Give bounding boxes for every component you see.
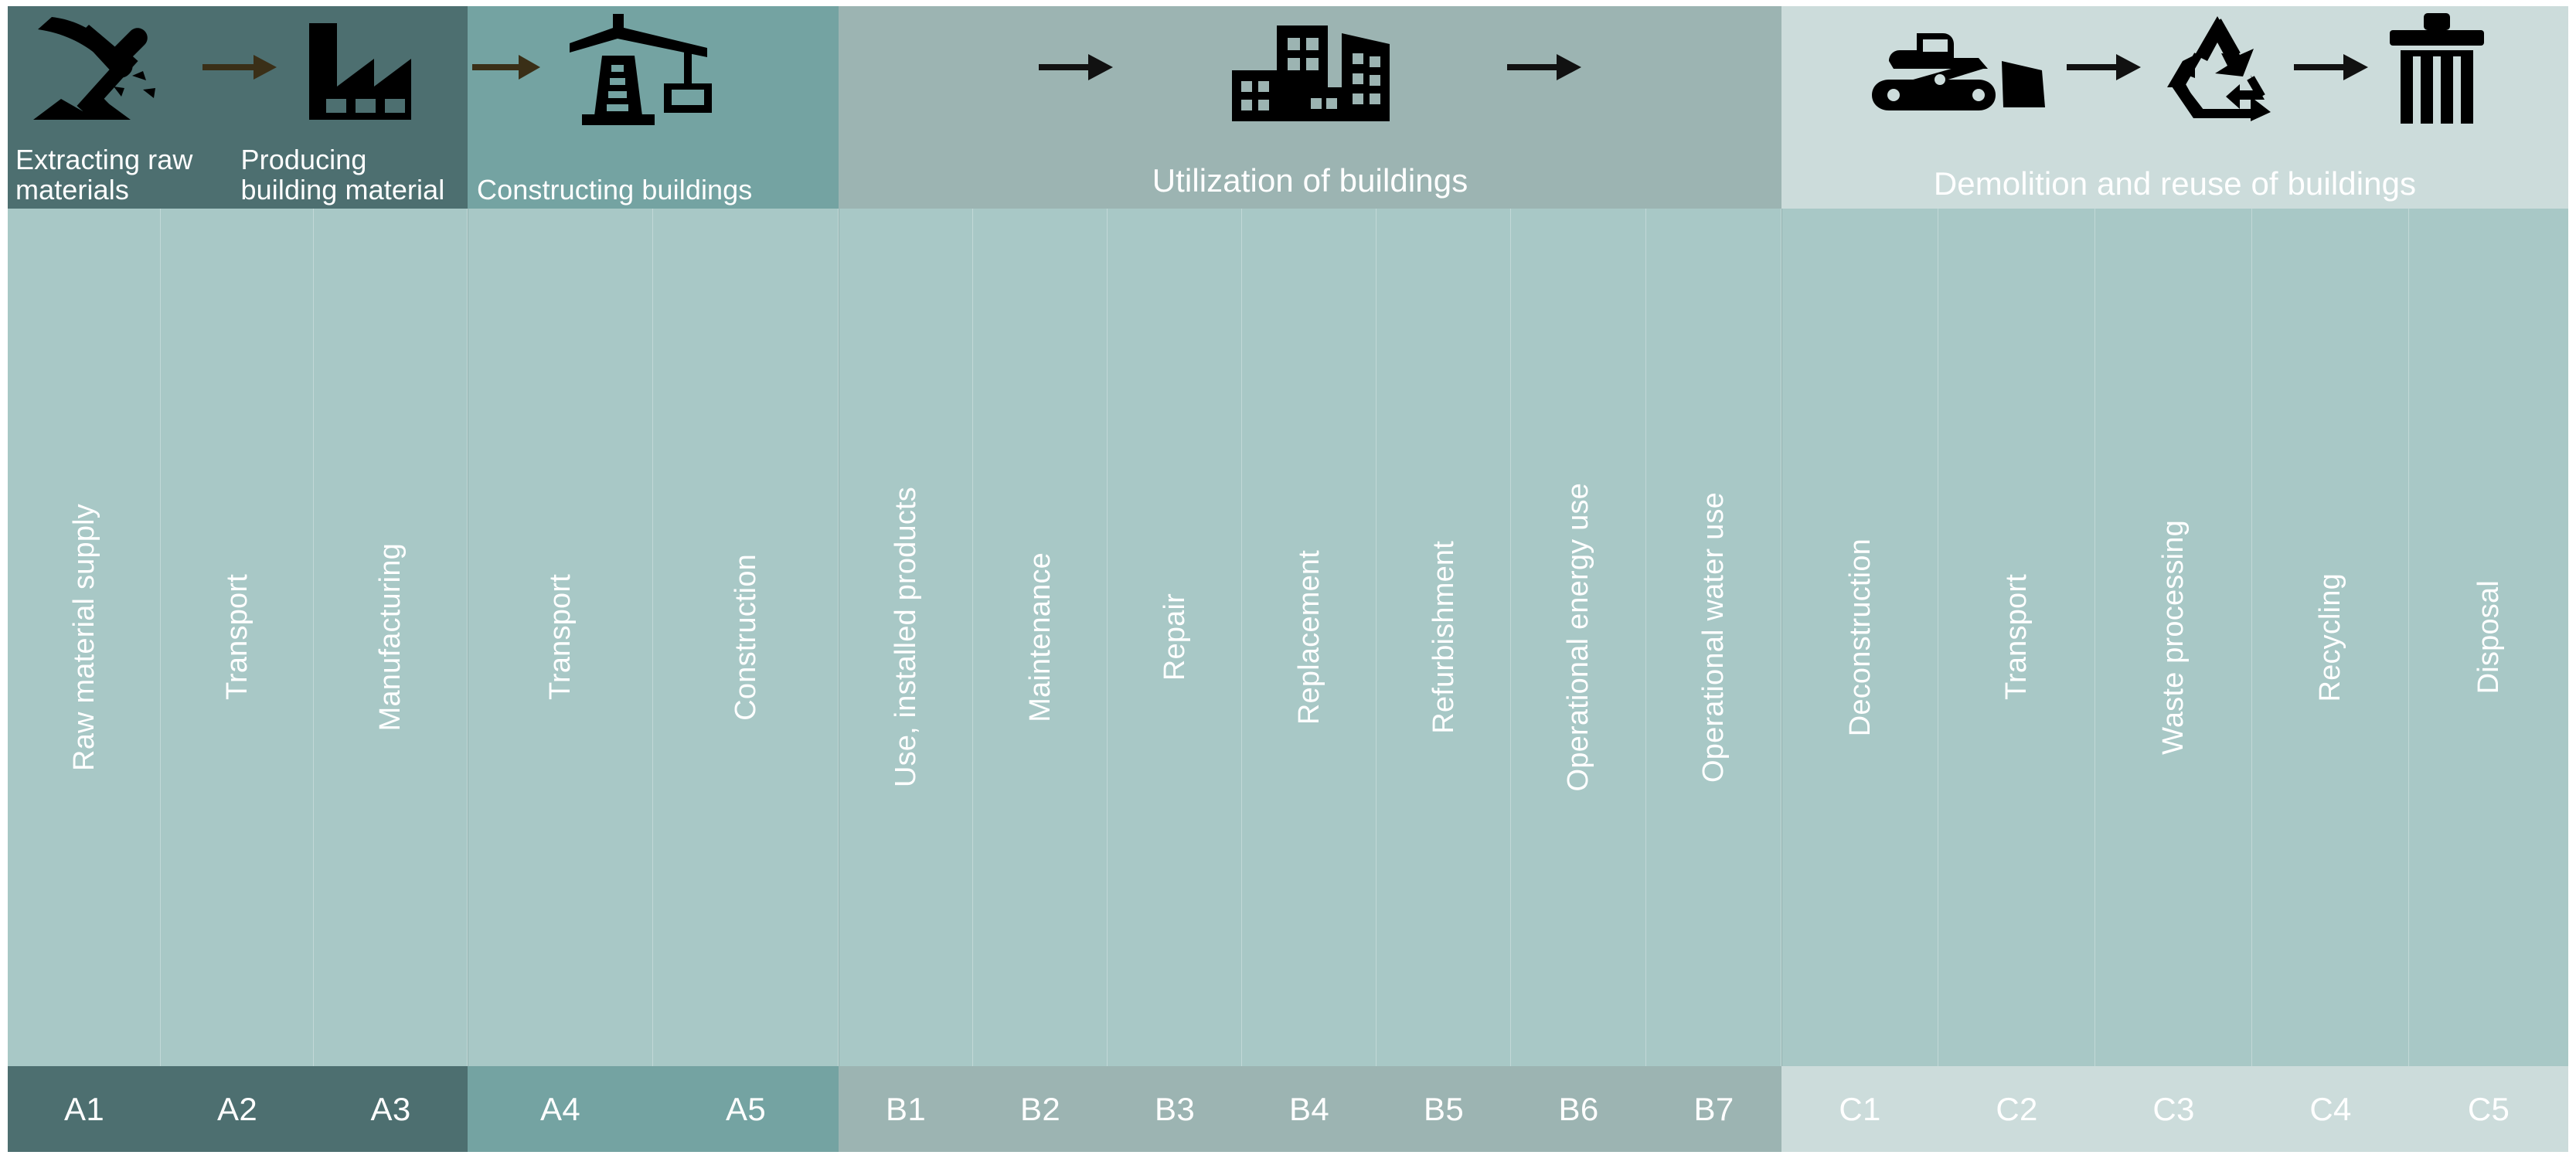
trash-bin-icon: [2387, 12, 2487, 124]
header-labels-extraction: Extracting raw materials Producing build…: [8, 144, 468, 206]
header-section-extraction-production: Extracting raw materials Producing build…: [8, 6, 468, 209]
stage-label-c5: Disposal: [2472, 580, 2505, 695]
stage-label-a1: Raw material supply: [67, 504, 100, 771]
stage-label-b4: Replacement: [1292, 549, 1325, 725]
stage-column-c4: Recycling: [2252, 209, 2409, 1066]
header-labels-utilization: Utilization of buildings: [839, 161, 1781, 199]
stage-column-a2: Transport: [161, 209, 314, 1066]
stage-code-a5: A5: [653, 1066, 839, 1152]
stage-column-c2: Transport: [1938, 209, 2095, 1066]
stage-column-a3: Manufacturing: [314, 209, 468, 1066]
stage-code-c1: C1: [1781, 1066, 1938, 1152]
header-icons-constructing: [468, 14, 839, 125]
stage-code-a4: A4: [468, 1066, 653, 1152]
stage-code-b6: B6: [1511, 1066, 1646, 1152]
stage-column-a4: Transport: [468, 209, 653, 1066]
header-label-demolition-and-reuse: Demolition and reuse of buildings: [1933, 165, 2417, 202]
stage-code-b4: B4: [1242, 1066, 1376, 1152]
stage-label-a5: Construction: [729, 554, 762, 721]
stage-label-b3: Repair: [1158, 593, 1191, 681]
arrow-right-icon: [202, 52, 277, 83]
header-row: Extracting raw materials Producing build…: [8, 6, 2568, 209]
stage-column-b2: Maintenance: [973, 209, 1108, 1066]
tower-crane-icon: [548, 9, 726, 125]
stage-code-a3: A3: [314, 1066, 468, 1152]
stage-column-a1: Raw material supply: [8, 209, 161, 1066]
stage-label-a4: Transport: [544, 574, 577, 701]
header-labels-demolition: Demolition and reuse of buildings: [1781, 165, 2568, 202]
stage-column-c3: Waste processing: [2095, 209, 2252, 1066]
header-section-constructing-buildings: Constructing buildings: [468, 6, 839, 209]
recycle-icon: [2159, 13, 2275, 121]
header-label-utilization-of-buildings: Utilization of buildings: [1152, 161, 1468, 199]
header-label-extracting-raw-materials: Extracting raw materials: [15, 144, 193, 206]
stage-column-c1: Deconstruction: [1781, 209, 1938, 1066]
city-buildings-icon: [1229, 13, 1391, 121]
stage-column-b4: Replacement: [1242, 209, 1376, 1066]
stage-codes-row: A1 A2 A3 A4 A5 B1 B2 B3 B4 B5 B6 B7 C1 C…: [8, 1066, 2568, 1152]
stage-code-b3: B3: [1108, 1066, 1242, 1152]
stage-columns-row: Raw material supply Transport Manufactur…: [8, 209, 2568, 1066]
building-lifecycle-diagram: Extracting raw materials Producing build…: [8, 6, 2568, 1152]
stage-label-c1: Deconstruction: [1843, 538, 1877, 737]
stage-code-b5: B5: [1376, 1066, 1511, 1152]
stage-label-b2: Maintenance: [1023, 552, 1057, 722]
header-label-constructing-buildings: Constructing buildings: [477, 174, 753, 206]
header-icons-utilization: [839, 17, 1781, 121]
header-icons-extraction: [8, 15, 468, 120]
stage-code-a1: A1: [8, 1066, 161, 1152]
stage-code-c3: C3: [2095, 1066, 2252, 1152]
bulldozer-icon: [1863, 21, 2048, 114]
factory-icon: [280, 15, 458, 120]
header-section-utilization-of-buildings: Utilization of buildings: [839, 6, 1781, 209]
arrow-right-icon: [2294, 51, 2368, 83]
stage-code-b7: B7: [1646, 1066, 1781, 1152]
stage-label-b6: Operational energy use: [1562, 483, 1594, 792]
stage-label-c2: Transport: [2000, 574, 2033, 701]
stage-column-b3: Repair: [1108, 209, 1242, 1066]
stage-label-a3: Manufacturing: [374, 543, 407, 732]
stage-label-a2: Transport: [220, 574, 254, 701]
stage-column-b7: Operational water use: [1646, 209, 1781, 1066]
stage-column-b5: Refurbishment: [1376, 209, 1511, 1066]
stage-code-b1: B1: [839, 1066, 973, 1152]
stage-label-b1: Use, installed products: [890, 487, 922, 788]
stage-label-c3: Waste processing: [2157, 520, 2190, 755]
arrow-right-icon: [1039, 51, 1113, 83]
stage-column-b1: Use, installed products: [839, 209, 973, 1066]
pickaxe-mining-icon: [22, 15, 199, 120]
arrow-right-icon: [1507, 51, 1581, 83]
header-labels-constructing: Constructing buildings: [468, 175, 839, 206]
stage-label-c4: Recycling: [2314, 572, 2346, 702]
header-label-producing-building-material: Producing building material: [240, 144, 445, 206]
stage-label-b7: Operational water use: [1697, 492, 1730, 783]
stage-column-a5: Construction: [653, 209, 839, 1066]
stage-code-c2: C2: [1938, 1066, 2095, 1152]
stage-code-c4: C4: [2252, 1066, 2409, 1152]
header-icons-demolition: [1781, 12, 2568, 124]
stage-label-b5: Refurbishment: [1427, 541, 1460, 734]
arrow-right-icon: [2067, 51, 2141, 83]
stage-code-b2: B2: [973, 1066, 1108, 1152]
arrow-right-icon: [472, 52, 540, 83]
header-section-demolition-and-reuse: Demolition and reuse of buildings: [1781, 6, 2568, 209]
stage-code-c5: C5: [2409, 1066, 2568, 1152]
stage-code-a2: A2: [161, 1066, 314, 1152]
stage-column-c5: Disposal: [2409, 209, 2568, 1066]
stage-column-b6: Operational energy use: [1511, 209, 1646, 1066]
